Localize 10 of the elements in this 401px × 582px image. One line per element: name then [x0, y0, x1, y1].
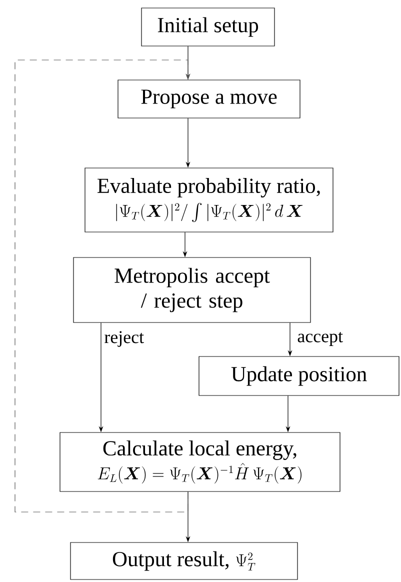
- process-box: Initial setup: [141, 8, 275, 46]
- process-box: Calculate local energy, $E_L(\boldsymbol{X}) = \Psi_T(\boldsymbol{X})^{-1} \hat{H}\, \Psi_T(\boldsymbol{X})$: [60, 432, 340, 492]
- process-box: Metropolis accept / reject step: [73, 257, 311, 323]
- edge-label: accept: [296, 331, 344, 347]
- edge-label: reject: [103, 330, 146, 348]
- arrow: [14, 60, 190, 512]
- process-box: Output result, $\Psi_T^2$: [70, 542, 298, 580]
- process-box: Evaluate probability ratio, $|\Psi_T(\boldsymbol{X})|^2 / \int |\Psi_T(\boldsymbol{X})|^2 \, d\,\boldsymbol{X}$: [84, 168, 334, 232]
- process-box: Propose a move: [118, 80, 300, 118]
- process-box: Update position: [198, 356, 400, 396]
